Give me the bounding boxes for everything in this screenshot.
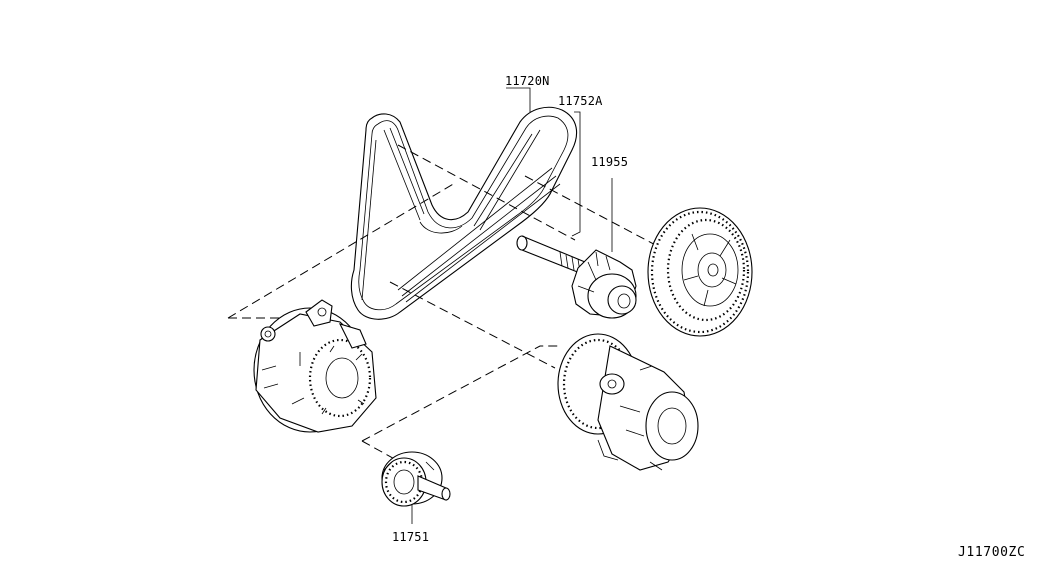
part-label-belt: 11720N <box>505 74 550 88</box>
pump-unit <box>557 333 699 471</box>
belt-tensioner <box>571 249 637 319</box>
alternator <box>253 299 377 433</box>
idler-pulley <box>381 451 451 507</box>
diagram-code: J11700ZC <box>958 545 1025 560</box>
drive-belt <box>350 106 578 320</box>
mounting-bolt <box>516 235 586 276</box>
part-labels: 11720N 11752A 11955 11751 <box>392 74 628 544</box>
leader-lines <box>411 87 613 524</box>
part-label-idler-pulley: 11751 <box>392 530 429 544</box>
crank-pulley <box>647 207 753 337</box>
part-label-bolt: 11752A <box>558 94 603 108</box>
part-label-tensioner: 11955 <box>591 155 628 169</box>
